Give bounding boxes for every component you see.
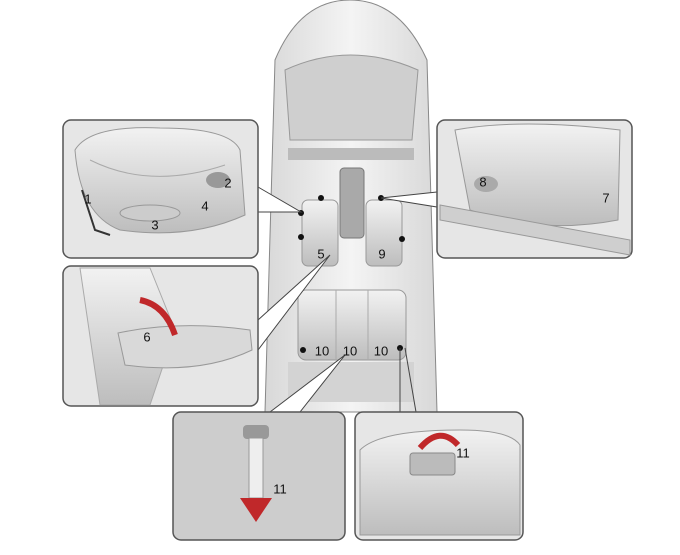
callout-labels: 1 2 3 4 5 6 7 8 9 10 10 10 11 11 [84,175,609,497]
callout-5: 5 [317,247,324,262]
callout-11-strap: 11 [273,482,287,497]
panel-seatbelt-strap [172,411,346,541]
callout-11-cover: 11 [456,446,470,461]
callout-10-left: 10 [315,344,329,359]
callout-3: 3 [151,218,158,233]
panel-front-seat-left [62,119,259,259]
callout-1: 1 [84,192,91,207]
panel-headrest-cover [354,411,524,541]
callout-10-center: 10 [343,344,357,359]
callout-7: 7 [602,191,609,206]
callout-6: 6 [143,330,150,345]
pull-arrow-icon [240,498,272,522]
callout-4: 4 [201,199,208,214]
car-top-view [264,0,438,413]
callout-2: 2 [224,176,231,191]
rotate-arrow-icon [139,297,178,337]
callout-9: 9 [378,247,385,262]
panel-front-seat-right [436,119,633,259]
flip-arrow-icon [417,432,461,451]
panel-armrest [62,265,259,407]
callout-10-right: 10 [374,344,388,359]
callout-8: 8 [479,175,486,190]
